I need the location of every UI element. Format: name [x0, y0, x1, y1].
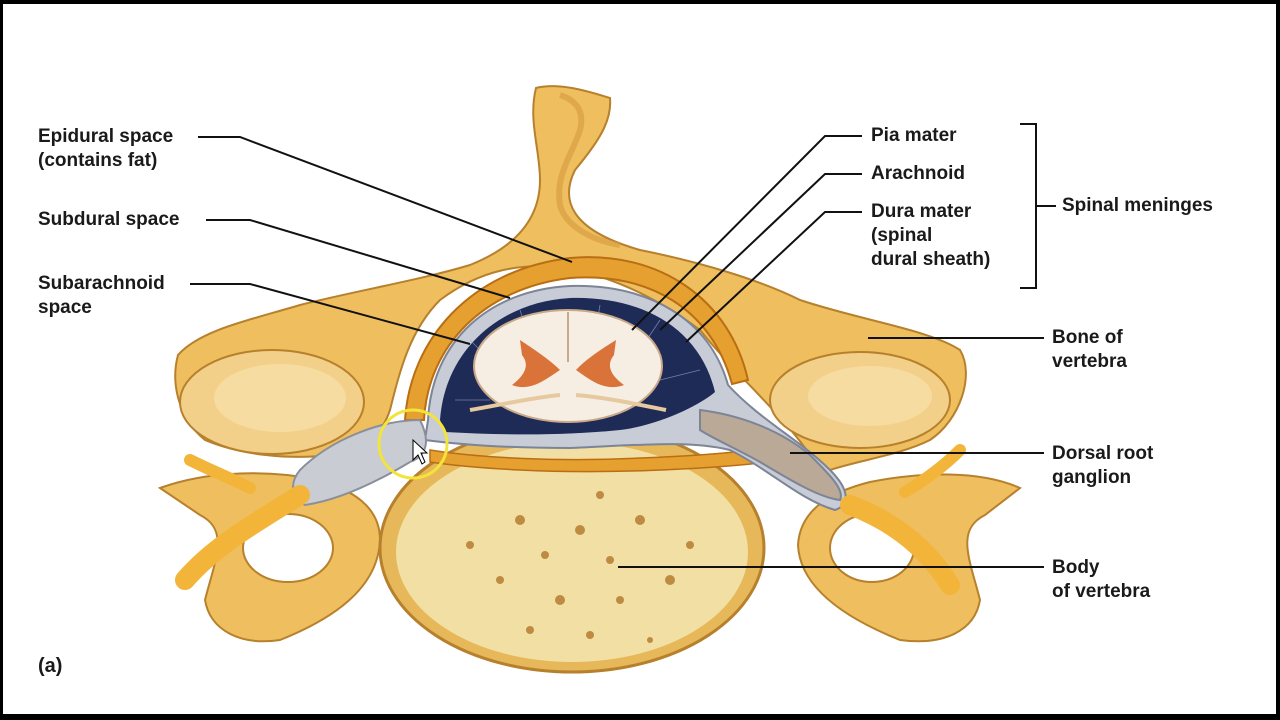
leader-pia	[631, 135, 862, 331]
leader-subdural	[206, 219, 511, 299]
label-epidural-space: Epidural space (contains fat)	[38, 126, 174, 171]
label-dura-mater: Dura mater (spinal dural sheath)	[871, 201, 991, 270]
spinal-nerves	[175, 444, 966, 595]
spinal-cord	[469, 309, 667, 423]
label-arachnoid: Arachnoid	[871, 163, 965, 184]
panel-label: (a)	[38, 655, 63, 677]
right-frame-edge	[1276, 0, 1280, 720]
label-pia-mater: Pia mater	[871, 125, 957, 146]
leader-subarachnoid	[190, 283, 471, 345]
bottom-frame-edge	[0, 714, 1280, 720]
body-of-vertebra	[378, 422, 766, 674]
leader-dura	[685, 211, 862, 343]
label-subdural-space: Subdural space	[38, 209, 180, 230]
label-dorsal-root-ganglion: Dorsal root ganglion	[1052, 443, 1154, 488]
meninges-bracket	[1020, 123, 1037, 289]
leader-epidural	[198, 136, 573, 263]
leader-lines	[190, 123, 1056, 568]
left-frame-edge	[0, 0, 3, 720]
label-spinal-meninges: Spinal meninges	[1062, 195, 1213, 216]
label-bone-of-vertebra: Bone of vertebra	[1052, 327, 1127, 372]
right-root-sleeve	[699, 408, 842, 502]
cursor-highlight	[377, 408, 449, 480]
top-frame-edge	[0, 0, 1280, 4]
label-subarachnoid-space: Subarachnoid space	[38, 273, 165, 318]
label-body-of-vertebra: Body of vertebra	[1052, 557, 1151, 602]
leader-arachnoid	[659, 173, 862, 331]
